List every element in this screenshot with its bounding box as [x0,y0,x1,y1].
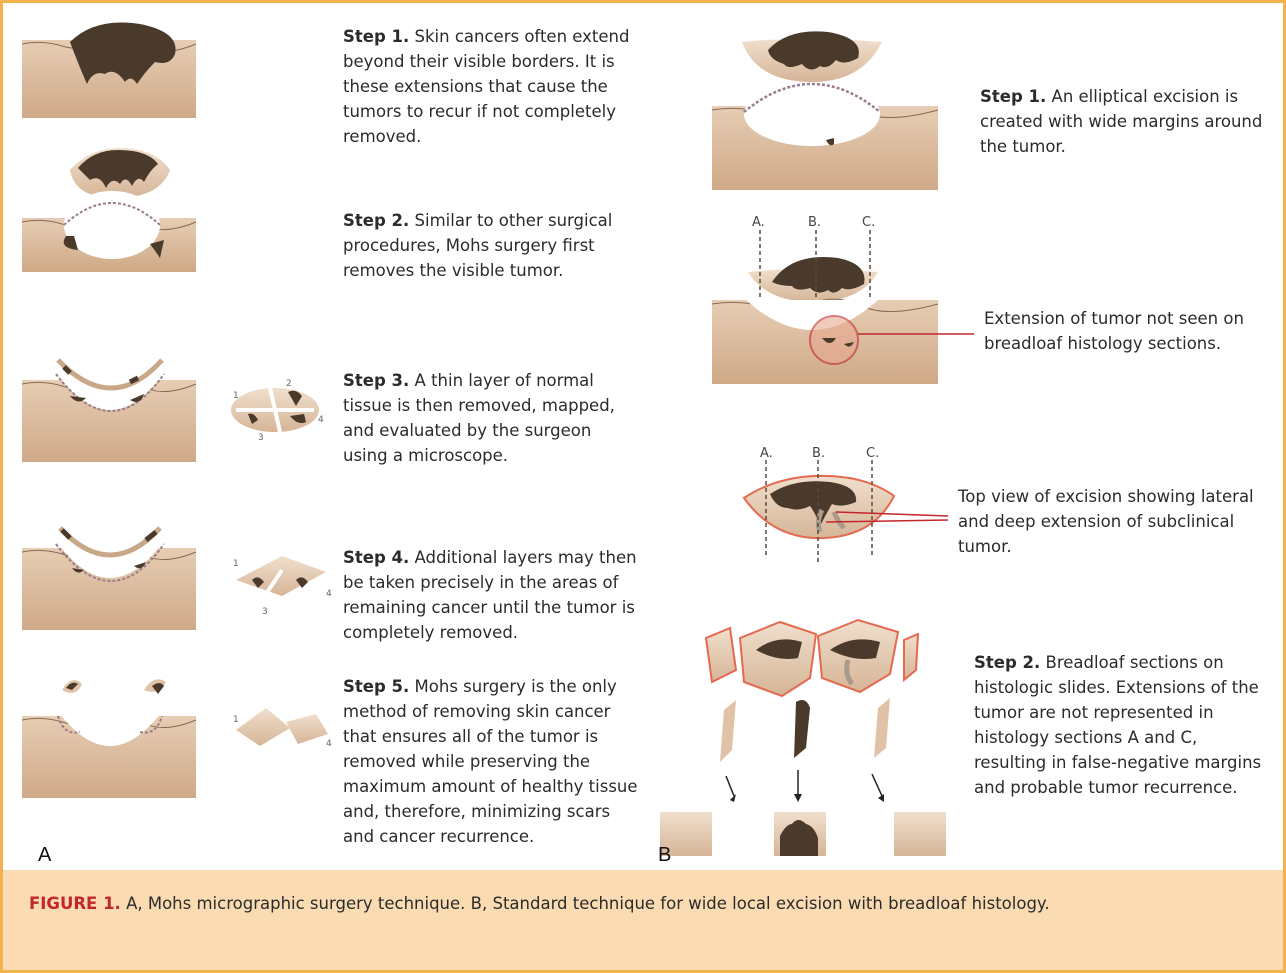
map-number: 1 [233,391,239,401]
b-step1-text: Step 1. An elliptical excision is create… [980,84,1270,159]
panel-letter-b: B [658,844,671,867]
a-step3-text: Step 3. A thin layer of normal tissue is… [343,368,633,468]
section-label-c: C. [862,215,875,230]
step-label: Step 5. [343,677,409,696]
caption-body: A, Mohs micrographic surgery technique. … [126,894,1050,913]
caption-text: FIGURE 1. A, Mohs micrographic surgery t… [29,894,1050,913]
step-description: Mohs surgery is the only method of remov… [343,677,638,846]
section-label-b: B. [808,215,821,230]
a-step5-text: Step 5. Mohs surgery is the only method … [343,674,643,849]
section-label-b: B. [812,446,825,461]
step-label: Step 1. [980,87,1046,106]
section-label-a: A. [752,215,765,230]
map-number: 1 [233,559,239,569]
b-extension-illustration: A. B. C. [712,215,974,384]
map-number: 1 [233,715,239,725]
step-label: Step 1. [343,27,409,46]
step-label: Step 2. [343,211,409,230]
a-step1-text: Step 1. Skin cancers often extend beyond… [343,24,643,149]
map-number: 3 [262,607,268,617]
b-breadloaf-illustration: A. B. C. [660,620,946,856]
map-number: 4 [318,415,324,425]
map-number: 4 [326,589,332,599]
b-topview-note: Top view of excision showing lateral and… [958,484,1258,559]
a-step2-text: Step 2. Similar to other surgical proced… [343,208,643,283]
map-number: 4 [326,739,332,749]
section-label-a: A. [760,446,773,461]
b-extension-note: Extension of tumor not seen on breadloaf… [984,306,1274,356]
a-step1-illustration [22,22,196,118]
a-step3-illustration: 1 2 3 4 [22,360,324,462]
section-label-c: C. [866,446,879,461]
map-number: 2 [286,379,292,389]
step-label: Step 2. [974,653,1040,672]
panel-letter-a: A [38,844,51,867]
a-step4-text: Step 4. Additional layers may then be ta… [343,545,643,645]
b-step1-illustration [712,31,938,190]
caption-label: FIGURE 1. [29,894,121,913]
step-label: Step 4. [343,548,409,567]
map-number: 3 [258,433,264,443]
step-label: Step 3. [343,371,409,390]
a-step4-illustration: 1 3 4 [22,528,332,630]
a-step5-illustration: 1 4 [22,679,332,798]
step-description: Breadloaf sections on histologic slides.… [974,653,1261,797]
b-step2-text: Step 2. Breadloaf sections on histologic… [974,650,1274,800]
b-topview-illustration: A. B. C. [744,446,948,565]
figure-caption: FIGURE 1. A, Mohs micrographic surgery t… [3,870,1283,970]
a-step2-illustration [22,148,196,272]
